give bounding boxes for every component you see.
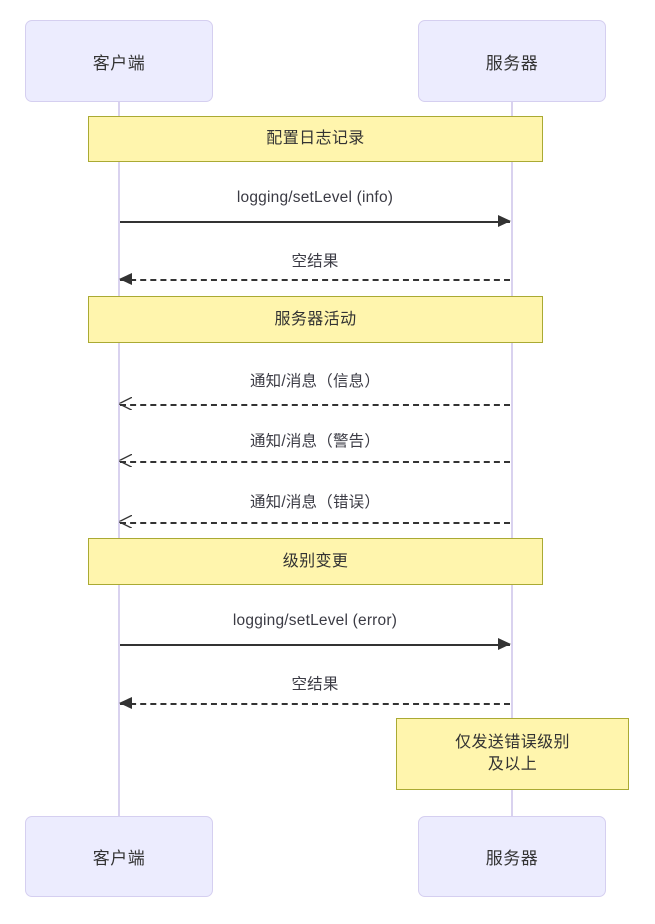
arrow-shaft	[120, 703, 510, 705]
message-label-notification-info: 通知/消息（信息）	[249, 373, 381, 390]
arrow-shaft	[120, 644, 510, 646]
arrow-shaft	[120, 404, 510, 406]
arrow-shaft	[120, 522, 510, 524]
section-label: 级别变更	[282, 552, 349, 570]
section-label: 服务器活动	[274, 310, 357, 328]
arrow-head	[119, 273, 132, 285]
arrow-head	[119, 515, 132, 528]
note-line-1: 仅发送错误级别	[455, 734, 570, 752]
section-label: 配置日志记录	[266, 130, 365, 148]
participant-server-bottom[interactable]: 服务器	[418, 816, 606, 897]
participant-client-bottom[interactable]: 客户端	[25, 816, 213, 897]
arrow-head	[119, 397, 132, 410]
note-line-2: 及以上	[487, 756, 538, 773]
arrow-head	[119, 454, 132, 467]
message-label-empty-result-2: 空结果	[291, 676, 339, 693]
arrow-shaft	[120, 461, 510, 463]
participant-label: 客户端	[92, 53, 146, 73]
message-label-setlevel-error: logging/setLevel (error)	[232, 612, 398, 629]
participant-label: 客户端	[92, 849, 146, 868]
arrow-shaft	[120, 221, 510, 223]
participant-client-top[interactable]: 客户端	[25, 20, 213, 102]
section-box-level-change[interactable]: 级别变更	[88, 538, 543, 585]
arrow-shaft	[120, 279, 510, 281]
section-box-configure-logging[interactable]: 配置日志记录	[88, 116, 543, 162]
message-label-notification-error: 通知/消息（错误）	[249, 494, 381, 511]
note-box-error-level-only[interactable]: 仅发送错误级别 及以上	[396, 718, 629, 790]
message-label-setlevel-info: logging/setLevel (info)	[236, 189, 394, 206]
arrow-head	[498, 638, 511, 650]
arrow-head	[119, 697, 132, 709]
message-label-empty-result-1: 空结果	[291, 253, 339, 270]
participant-label: 服务器	[485, 53, 539, 73]
participant-server-top[interactable]: 服务器	[418, 20, 606, 102]
arrow-head	[498, 215, 511, 227]
lifeline-server	[511, 102, 513, 818]
section-box-server-activity[interactable]: 服务器活动	[88, 296, 543, 343]
participant-label: 服务器	[485, 849, 539, 868]
message-label-notification-warning: 通知/消息（警告）	[249, 433, 381, 450]
